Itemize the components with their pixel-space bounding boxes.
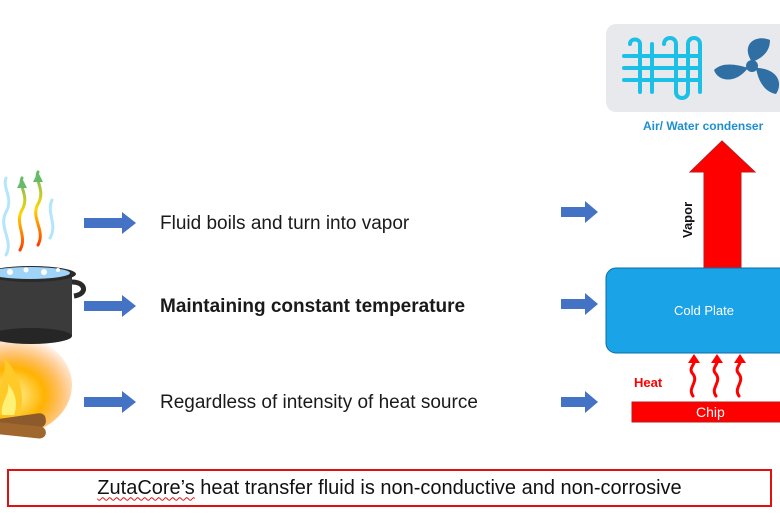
steam-arrowhead xyxy=(17,178,27,188)
right-arrows xyxy=(561,201,598,413)
chip xyxy=(631,401,780,423)
footer-brand: ZutaCore’s xyxy=(97,476,195,499)
pot-body xyxy=(0,276,72,336)
bubble xyxy=(23,267,29,273)
steam-arrowhead xyxy=(33,172,43,182)
vapor-arrow xyxy=(688,140,757,269)
flame-core xyxy=(1,384,17,415)
chip-label: Chip xyxy=(696,404,725,420)
cold-plate-label: Cold Plate xyxy=(674,303,734,318)
condenser-label: Air/ Water condenser xyxy=(643,119,764,133)
heat-wave-arrow xyxy=(735,356,743,398)
left-arrows xyxy=(84,212,136,413)
footer-callout: ZutaCore’s heat transfer fluid is non-co… xyxy=(7,469,772,507)
arrow-right-icon xyxy=(561,293,598,315)
heat-label: Heat xyxy=(634,375,663,390)
step-2-text: Maintaining constant temperature xyxy=(160,296,466,317)
cold-plate xyxy=(605,267,780,354)
pot-handle xyxy=(71,279,86,299)
arrow-right-icon xyxy=(84,295,136,317)
condenser-unit xyxy=(606,24,780,112)
boiling-pot-icon xyxy=(0,266,86,439)
steam-wisp xyxy=(2,176,11,257)
step-3-text: Regardless of intensity of heat source xyxy=(160,392,478,413)
bubble xyxy=(56,268,60,272)
pot-bottom xyxy=(0,328,72,344)
vapor-label: Vapor xyxy=(680,202,695,238)
arrow-right-icon xyxy=(84,212,136,234)
steam-icon xyxy=(2,170,55,257)
log xyxy=(0,421,46,439)
heat-exchanger-coil-icon xyxy=(622,36,702,100)
bubble xyxy=(7,269,13,275)
arrow-right-icon xyxy=(561,201,598,223)
steam-wisp xyxy=(48,198,55,240)
step-1-text: Fluid boils and turn into vapor xyxy=(160,213,410,234)
steam-wisp xyxy=(17,176,27,252)
steam-wisp xyxy=(34,170,43,247)
footer-text: heat transfer fluid is non-conductive an… xyxy=(194,476,682,499)
heat-wave-arrow xyxy=(712,356,720,398)
heat-arrows xyxy=(689,356,743,398)
heat-arrowheads xyxy=(688,354,746,363)
fan-icon xyxy=(714,38,780,94)
bubble xyxy=(41,269,47,275)
arrow-right-icon xyxy=(84,391,136,413)
heat-wave-arrow xyxy=(689,356,697,398)
pot-water xyxy=(0,267,70,279)
arrow-right-icon xyxy=(561,391,598,413)
